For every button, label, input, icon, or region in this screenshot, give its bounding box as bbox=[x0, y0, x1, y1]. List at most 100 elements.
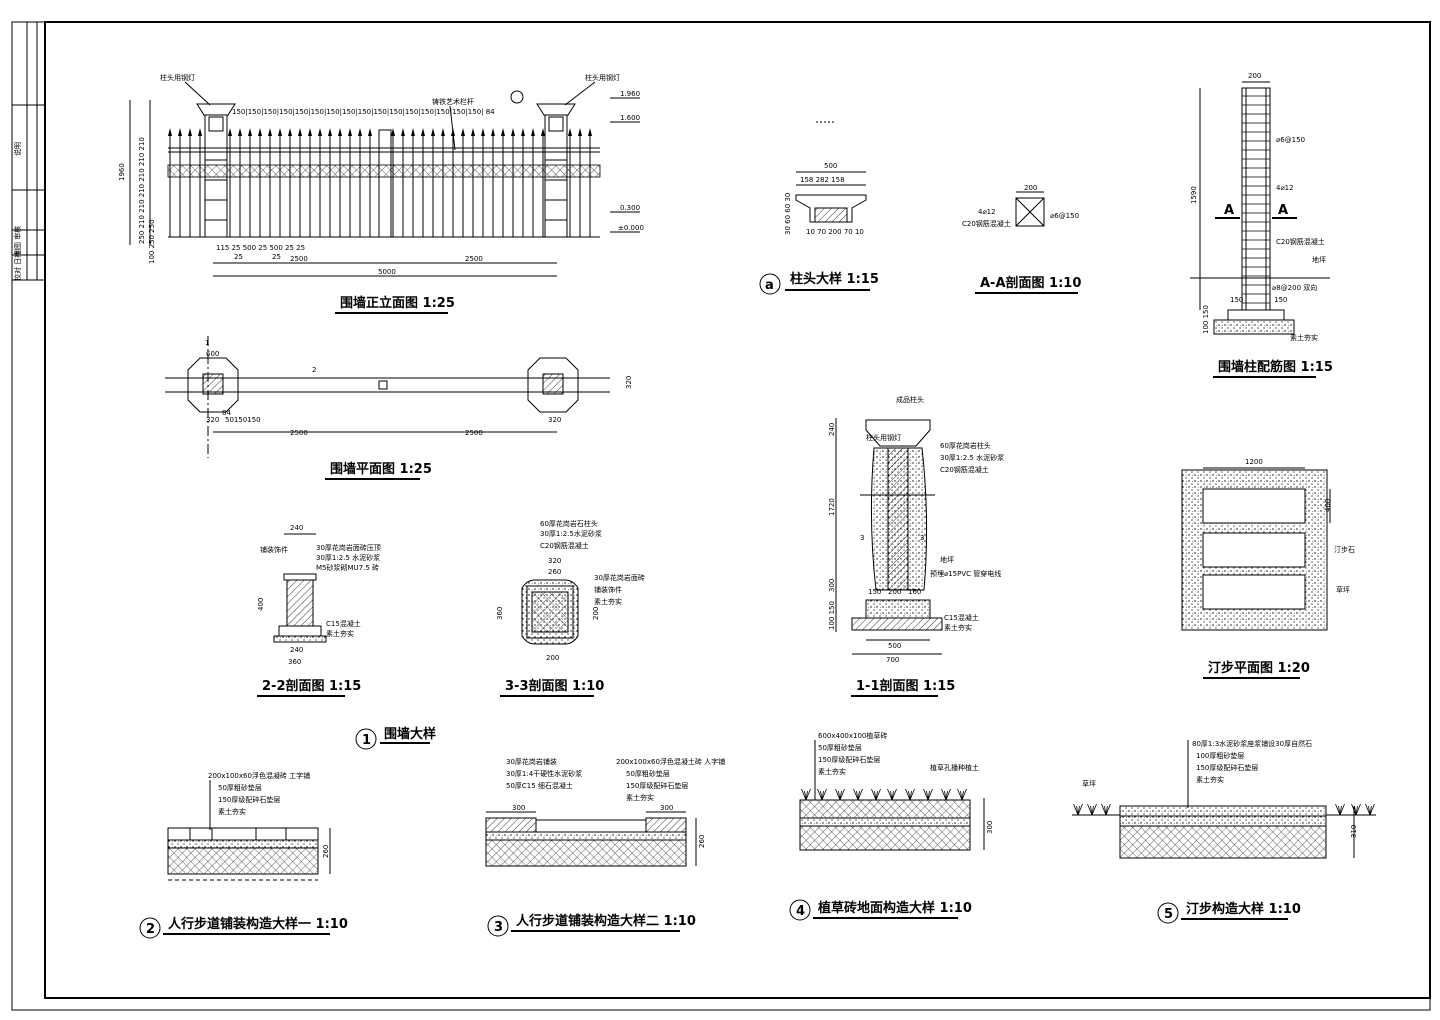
sec11-w700: 700 bbox=[886, 656, 899, 664]
d2-title: 人行步道铺装构造大样一 1:10 bbox=[168, 916, 348, 932]
d3-r2: 50厚粗砂垫层 bbox=[626, 769, 670, 778]
d3-r3: 150厚级配碎石垫层 bbox=[626, 781, 688, 790]
detail-4: 600x400x100植草砖 50厚粗砂垫层 150厚级配碎石垫层 素土夯实 植… bbox=[789, 731, 994, 921]
d3-r4: 素土夯实 bbox=[626, 793, 654, 802]
d4-l1: 600x400x100植草砖 bbox=[818, 731, 887, 740]
rebar-drawing: 200 1590 ⌀6@150 4⌀12 C20钢筋混凝土 地坪 ⌀8@200 … bbox=[1190, 72, 1333, 378]
elevation-span-left: 2500 bbox=[290, 255, 308, 263]
d2-l4: 素土夯实 bbox=[218, 807, 246, 816]
rebar-height: 1590 bbox=[1190, 186, 1198, 204]
aa-rebar: 4⌀12 bbox=[978, 208, 996, 216]
plan-h320: 320 bbox=[625, 376, 633, 389]
d5-height: 310 bbox=[1350, 825, 1358, 838]
sec11-title: 1-1剖面图 1:15 bbox=[856, 678, 955, 694]
wall-detail-num: 1 bbox=[362, 733, 371, 748]
sec22-soil: 素土夯实 bbox=[326, 629, 354, 638]
rebar-d150b: 150 bbox=[1274, 296, 1287, 304]
sec22-h400: 400 bbox=[257, 598, 265, 611]
section-33: 60厚花岗岩石柱头 30厚1:2.5水泥砂浆 C20钢筋混凝土 30厚花岗岩面砖… bbox=[496, 519, 645, 697]
d5-l4: 素土夯实 bbox=[1196, 775, 1224, 784]
d3-w2: 300 bbox=[660, 804, 673, 812]
sec11-cut-right: 3 bbox=[920, 534, 924, 542]
sec11-l3: 30厚1:2.5 水泥砂浆 bbox=[940, 453, 1004, 462]
sec22-fitting: 铺装饰件 bbox=[260, 545, 288, 554]
sec22-w240: 240 bbox=[290, 524, 303, 532]
elevation-dim-row1: 115 25 500 25 500 25 25 bbox=[216, 244, 305, 252]
sec33-l4: 30厚花岗岩面砖 bbox=[594, 573, 645, 582]
section-11: 成品柱头 柱头用钢灯 60厚花岗岩柱头 30厚1:2.5 水泥砂浆 C20钢筋混… bbox=[828, 395, 1004, 697]
sec33-l3: C20钢筋混凝土 bbox=[540, 541, 589, 550]
d5-l2: 100厚粗砂垫层 bbox=[1196, 751, 1244, 760]
aa-title: A-A剖面图 1:10 bbox=[980, 275, 1081, 291]
detail-3: 30厚花岗岩铺装 30厚1:4干硬性水泥砂浆 50厚C15 细石混凝土 200x… bbox=[485, 757, 725, 937]
plan-span-left: 2500 bbox=[290, 429, 308, 437]
title-block-date: 校对 日期 bbox=[13, 251, 22, 281]
elevation-total: 5000 bbox=[378, 268, 396, 276]
sec11-l2: 60厚花岗岩柱头 bbox=[940, 441, 991, 450]
rebar-ground: 地坪 bbox=[1312, 255, 1326, 264]
cap-detail: 500 158 282 158 30 60 60 30 10 70 200 70… bbox=[759, 121, 879, 295]
d3-r1: 200x100x60浮色混凝土砖 人字铺 bbox=[616, 757, 725, 766]
sec11-l1: 柱头用钢灯 bbox=[866, 433, 901, 442]
fence-label: 铸铁艺术栏杆 bbox=[432, 97, 474, 106]
rebar-d150a: 150 bbox=[1230, 296, 1243, 304]
wall-detail-label: 1 围墙大样 bbox=[355, 726, 436, 750]
d4-l4: 素土夯实 bbox=[818, 767, 846, 776]
sec33-h200: 200 bbox=[592, 607, 600, 620]
sec11-w160: 160 bbox=[908, 588, 921, 596]
sec33-l2: 30厚1:2.5水泥砂浆 bbox=[540, 529, 602, 538]
rebar-base-dims: 100 150 bbox=[1202, 305, 1210, 334]
sec33-w200: 200 bbox=[546, 654, 559, 662]
plan-w84: 84 bbox=[222, 409, 231, 417]
sec11-l4: C20钢筋混凝土 bbox=[940, 465, 989, 474]
drawing-frame bbox=[44, 21, 1431, 999]
sec11-cut-left: 3 bbox=[860, 534, 864, 542]
cap-vdims: 30 60 60 30 bbox=[784, 193, 792, 235]
elevation-dim-25a: 25 bbox=[234, 253, 243, 261]
rebar-soil: 素土夯实 bbox=[1290, 333, 1318, 342]
d4-l5: 植草孔播种植土 bbox=[930, 763, 979, 772]
rebar-width: 200 bbox=[1248, 72, 1261, 80]
title-block-sign: 制图 审核 bbox=[13, 226, 22, 256]
elevation-left-dims: 250 210 210 210 210 210 210 bbox=[138, 137, 146, 244]
section-aa: 200 4⌀12 C20钢筋混凝土 ⌀6@150 A-A剖面图 1:10 bbox=[962, 184, 1081, 294]
elevation-dim-25b: 25 bbox=[272, 253, 281, 261]
d3-w1: 300 bbox=[512, 804, 525, 812]
cap-lamp-label-right: 柱头用钢灯 bbox=[585, 73, 620, 82]
d4-height: 300 bbox=[986, 821, 994, 834]
rebar-title: 围墙柱配筋图 1:15 bbox=[1218, 359, 1333, 375]
d5-l5: 草坪 bbox=[1082, 779, 1096, 788]
sec11-h240: 240 bbox=[828, 423, 836, 436]
sec22-cap: 30厚花岗岩面砖压顶 bbox=[316, 543, 381, 552]
d2-l2: 50厚粗砂垫层 bbox=[218, 783, 262, 792]
sec22-c15: C15混凝土 bbox=[326, 619, 361, 628]
elevation-title: 围墙正立面图 1:25 bbox=[340, 295, 455, 311]
sec11-l8: 素土夯实 bbox=[944, 623, 972, 632]
sec22-b360: 360 bbox=[288, 658, 301, 666]
cap-bottom-dims: 10 70 200 70 10 bbox=[806, 228, 864, 236]
sec33-l1: 60厚花岗岩石柱头 bbox=[540, 519, 598, 528]
d3-l2: 30厚1:4干硬性水泥砂浆 bbox=[506, 769, 582, 778]
title-block-note: 说明 bbox=[13, 142, 22, 156]
d3-num: 3 bbox=[494, 920, 503, 935]
stepping-plan: 1200 400 汀步石 草坪 汀步平面图 1:20 bbox=[1181, 458, 1355, 679]
plan-w320: 320 bbox=[206, 416, 219, 424]
d2-num: 2 bbox=[146, 922, 155, 937]
rebar-a-left: A bbox=[1224, 203, 1234, 218]
elevation-span-right: 2500 bbox=[465, 255, 483, 263]
aa-width: 200 bbox=[1024, 184, 1037, 192]
d4-l3: 150厚级配碎石垫层 bbox=[818, 755, 880, 764]
d3-title: 人行步道铺装构造大样二 1:10 bbox=[516, 913, 696, 929]
level-1960: 1.960 bbox=[620, 90, 640, 98]
elevation-total-height: 1960 bbox=[118, 163, 126, 181]
d4-title: 植草砖地面构造大样 1:10 bbox=[817, 900, 972, 916]
stepping-width: 1200 bbox=[1245, 458, 1263, 466]
section-22: 240 30厚花岗岩面砖压顶 30厚1:2.5 水泥砂浆 M5砂浆砌MU7.5 … bbox=[257, 524, 381, 697]
plan-cut-2: 2 bbox=[312, 366, 316, 374]
plan-w600: 600 bbox=[206, 350, 219, 358]
sec11-top: 成品柱头 bbox=[896, 395, 924, 404]
d3-l3: 50厚C15 细石混凝土 bbox=[506, 781, 573, 790]
cap-dim-500: 500 bbox=[824, 162, 837, 170]
sec11-w150: 150 bbox=[868, 588, 881, 596]
level-0300: 0.300 bbox=[620, 204, 640, 212]
